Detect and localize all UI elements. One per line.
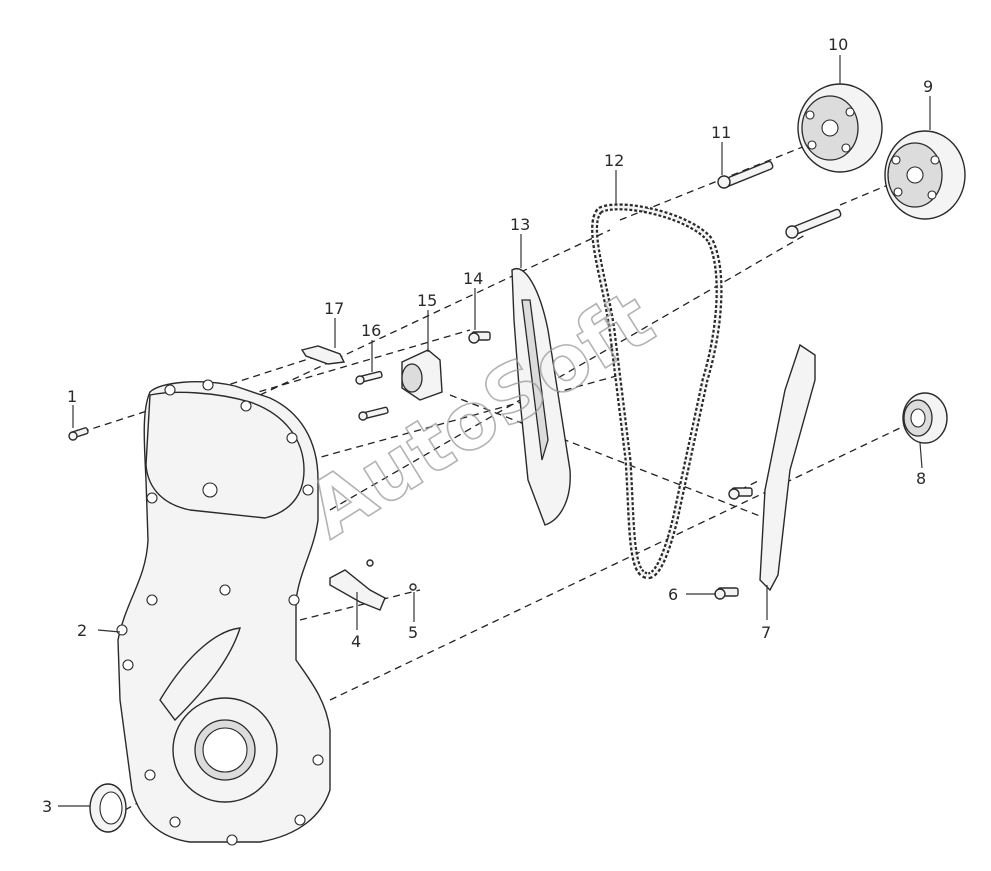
callout-4: 4 [351,632,361,651]
crankshaft-sprocket [902,392,948,444]
tensioner-bolts [355,370,389,421]
timing-chain [591,203,723,580]
callout-14: 14 [463,269,483,288]
callout-2: 2 [77,621,87,640]
callout-6: 6 [668,585,678,604]
chain-tensioner [401,349,443,401]
callout-13: 13 [510,215,530,234]
guide-rail-bolts [714,487,753,600]
callout-5: 5 [408,623,418,642]
bracket-and-bolt [329,559,417,611]
tensioner-rail [511,267,571,526]
cover-bolt [68,427,89,441]
camshaft-sprocket-9 [884,130,966,220]
callout-leaders [58,55,931,807]
callout-17: 17 [324,299,344,318]
callout-10: 10 [828,35,848,54]
camshaft-sprocket-10 [797,83,883,173]
callout-7: 7 [761,623,771,642]
front-timing-cover [116,379,331,846]
chain-guide-rail [759,343,816,592]
callout-9: 9 [923,77,933,96]
callout-11: 11 [711,123,731,142]
callout-numbers: 1 2 3 4 5 6 7 8 9 10 11 12 13 14 15 16 1… [42,35,933,816]
watermark: AutoSoft [292,274,670,557]
camshaft-bolts [717,160,842,239]
callout-12: 12 [604,151,624,170]
bracket-clip [300,345,346,365]
watermark-text: AutoSoft [292,274,669,556]
callout-8: 8 [916,469,926,488]
callout-15: 15 [417,291,437,310]
crankshaft-seal [89,783,127,833]
callout-3: 3 [42,797,52,816]
guide-bolt [468,331,491,344]
callout-16: 16 [361,321,381,340]
callout-1: 1 [67,387,77,406]
